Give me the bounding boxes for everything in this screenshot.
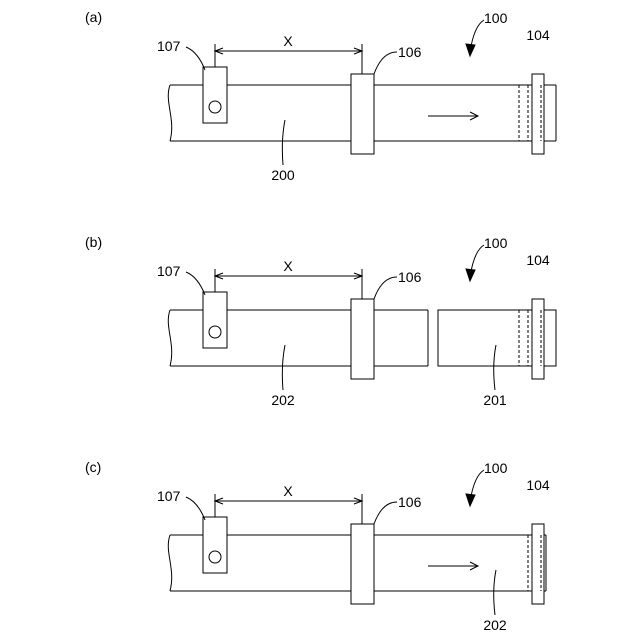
panel-b: (b) 100 202 201 104 106 107 X [85, 234, 556, 408]
cutter-label: 106 [398, 44, 422, 60]
panel-label: (c) [85, 459, 101, 475]
cutter-106 [351, 74, 374, 154]
clamp-107 [203, 292, 227, 348]
clamp-leader [186, 497, 205, 520]
strip-label: 202 [271, 392, 295, 408]
clamp-hole [209, 326, 221, 338]
strip-leader [282, 120, 285, 165]
panel-label: (b) [85, 234, 102, 250]
clamp-label: 107 [157, 38, 181, 54]
stopper-104 [532, 299, 544, 379]
strip-label: 202 [483, 617, 507, 633]
cutter-label: 106 [398, 494, 422, 510]
distance-label: X [283, 33, 293, 49]
strip-leader [494, 570, 496, 615]
assembly-label: 100 [484, 460, 508, 476]
clamp-hole [209, 101, 221, 113]
cutter-106 [351, 524, 374, 604]
assembly-arrowhead [466, 494, 475, 506]
cutter-leader [374, 52, 397, 74]
cutter-leader [374, 277, 397, 299]
strip-break-edge [168, 310, 171, 366]
strip-label: 200 [271, 167, 295, 183]
strip-leader [282, 345, 285, 390]
clamp-hole [209, 551, 221, 563]
panel-a: (a) 100 200 104 106 107 X [85, 9, 556, 183]
distance-label: X [283, 258, 293, 274]
assembly-label: 100 [484, 10, 508, 26]
stopper-label: 104 [526, 252, 550, 268]
panel-c: (c) 100 202 104 106 107 X [85, 459, 550, 633]
cutter-leader [374, 502, 397, 524]
cut-piece-label: 201 [483, 392, 507, 408]
panel-label: (a) [85, 9, 102, 25]
cutter-106 [351, 299, 374, 379]
stopper-label: 104 [526, 27, 550, 43]
distance-label: X [283, 483, 293, 499]
assembly-arrowhead [466, 44, 475, 56]
clamp-107 [203, 67, 227, 123]
clamp-107 [203, 517, 227, 573]
stopper-104 [532, 524, 544, 604]
assembly-arrowhead [466, 269, 475, 281]
strip-break-edge [168, 85, 171, 141]
clamp-label: 107 [157, 263, 181, 279]
clamp-leader [186, 272, 205, 295]
cutter-label: 106 [398, 269, 422, 285]
strip-break-edge [168, 535, 171, 591]
clamp-leader [186, 47, 205, 70]
stopper-label: 104 [526, 477, 550, 493]
clamp-label: 107 [157, 488, 181, 504]
stopper-104 [532, 74, 544, 154]
assembly-label: 100 [484, 235, 508, 251]
